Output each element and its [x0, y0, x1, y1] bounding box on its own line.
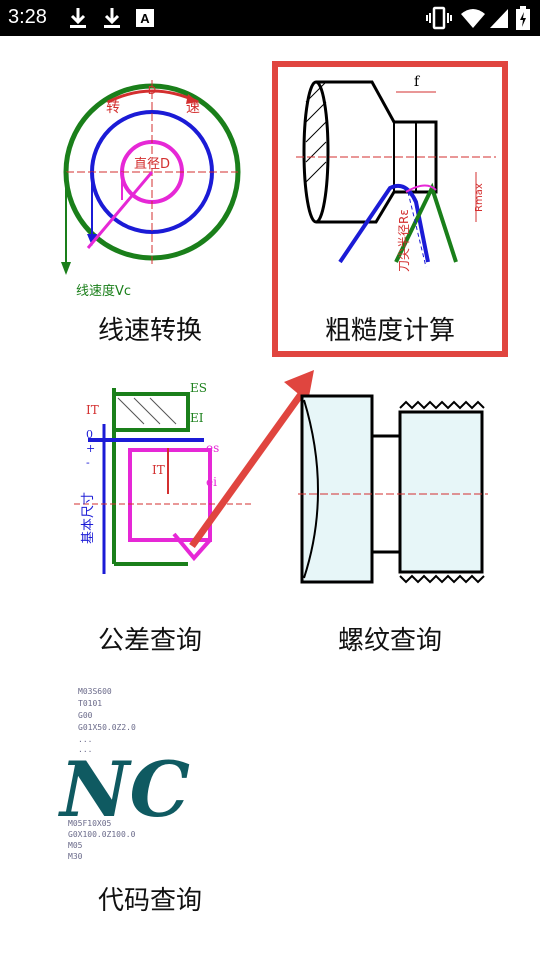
tile-label: 粗糙度计算	[324, 316, 455, 346]
download-icon	[104, 8, 120, 28]
signal-icon	[490, 9, 508, 28]
guide-arrow	[189, 370, 314, 549]
base-size-label: 基本尺寸	[81, 492, 96, 544]
es-label: es	[206, 441, 219, 455]
vibrate-icon	[426, 6, 452, 30]
code-line: M05F10X05	[68, 819, 112, 828]
rmax-label: Rmax	[474, 183, 485, 212]
tile-thread-query[interactable]: 螺纹查询	[280, 370, 500, 660]
diameter-top-label: D	[148, 84, 156, 97]
download-icon	[70, 8, 86, 28]
it-mid-label: IT	[152, 463, 165, 477]
status-bar: 3:28 A	[0, 0, 540, 36]
code-line: G00	[78, 711, 93, 720]
tile-speed-conversion[interactable]: D 转 速 直径D 线速度Vc 线速转换	[40, 60, 260, 360]
thread-diagram-icon	[298, 394, 488, 584]
rotation-label-2: 速	[186, 100, 200, 116]
nose-radius-label: 刀尖半径Rε	[397, 209, 411, 272]
es-upper-label: ES	[190, 381, 207, 395]
ei-label: EI	[190, 411, 204, 425]
it-top-label: IT	[86, 403, 99, 417]
code-line: G0X100.0Z100.0	[68, 830, 136, 839]
line-speed-label: 线速度Vc	[76, 283, 131, 299]
tile-label: 线速转换	[97, 316, 202, 346]
tile-label: 代码查询	[97, 886, 202, 916]
battery-icon	[516, 6, 530, 30]
code-line: T0101	[78, 699, 102, 708]
zero-label: 0	[86, 428, 93, 441]
tile-selection-highlight	[272, 61, 508, 357]
nc-logo: NC	[58, 745, 190, 834]
font-a-icon: A	[136, 9, 154, 27]
code-line: M03S600	[78, 687, 112, 696]
roughness-diagram-icon: f 刀尖半径Rε Rmax	[296, 74, 496, 272]
ei-lower-label: ei	[206, 475, 217, 489]
code-line: ...	[78, 745, 92, 754]
nc-code-icon: M03S600 T0101 G00 G01X50.0Z2.0 ... ... N…	[58, 687, 190, 861]
tile-roughness-calc[interactable]: f 刀尖半径Rε Rmax 粗糙度计算	[280, 68, 500, 352]
code-line: M30	[68, 852, 83, 861]
tile-tolerance-query[interactable]: ES EI es ei IT IT 0 + - 基本尺寸 公差查询	[40, 370, 260, 660]
code-line: ...	[78, 735, 92, 744]
tile-code-query[interactable]: M03S600 T0101 G00 G01X50.0Z2.0 ... ... N…	[40, 680, 260, 920]
minus-label: -	[86, 456, 90, 469]
svg-text:A: A	[140, 11, 150, 26]
feed-label: f	[414, 74, 421, 90]
rotation-label-1: 转	[106, 100, 120, 116]
status-time: 3:28	[8, 6, 47, 28]
tile-label: 公差查询	[97, 626, 202, 656]
code-line: M05	[68, 841, 83, 850]
tile-label: 螺纹查询	[337, 626, 442, 656]
speed-diagram-icon: D 转 速 直径D 线速度Vc	[61, 80, 241, 299]
tolerance-diagram-icon: ES EI es ei IT IT 0 + - 基本尺寸	[74, 381, 254, 574]
plus-label: +	[86, 442, 95, 455]
code-line: G01X50.0Z2.0	[78, 723, 136, 732]
wifi-icon	[461, 9, 485, 28]
diameter-label: 直径D	[134, 157, 170, 172]
